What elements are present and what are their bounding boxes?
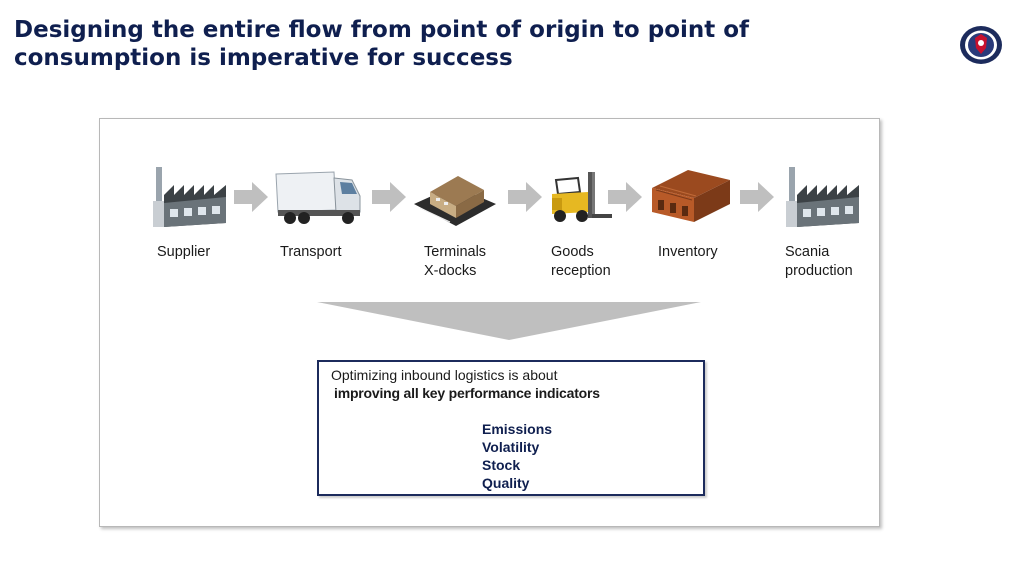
slide-title: Designing the entire flow from point of … xyxy=(14,17,750,71)
kpi-item: Volatility xyxy=(482,439,540,455)
flow-arrow xyxy=(608,182,642,212)
kpi-item: Quality xyxy=(482,475,530,491)
flow-arrow xyxy=(372,182,406,212)
kpi-summary-box: Optimizing inbound logistics is about im… xyxy=(317,360,705,496)
forklift-icon xyxy=(552,172,612,222)
kpi-item: Emissions xyxy=(482,421,553,437)
kpi-item: Stock xyxy=(482,457,521,473)
inventory-warehouse-icon xyxy=(652,170,730,222)
step-label-supplier: Supplier xyxy=(157,244,211,260)
terminal-xdock-icon xyxy=(414,176,496,226)
supplier-factory-icon xyxy=(153,167,226,227)
summary-emphasis-text: improving all key performance indicators xyxy=(334,385,600,401)
funnel-arrow xyxy=(317,302,701,340)
flow-arrow xyxy=(234,182,268,212)
scania-logo-icon xyxy=(960,26,1002,64)
transport-truck-icon xyxy=(275,171,361,224)
scania-production-factory-icon xyxy=(786,167,859,227)
flow-arrow xyxy=(508,182,542,212)
step-label-terminals: Terminals X-docks xyxy=(424,244,487,279)
summary-intro-text: Optimizing inbound logistics is about xyxy=(331,367,558,383)
step-label-scania-production: Scania production xyxy=(785,244,853,279)
step-label-transport: Transport xyxy=(280,244,342,260)
step-label-goods-reception: Goods reception xyxy=(551,244,611,279)
flow-arrow xyxy=(740,182,774,212)
step-label-inventory: Inventory xyxy=(658,244,718,260)
kpi-list: Emissions Volatility Stock Quality xyxy=(482,420,552,492)
